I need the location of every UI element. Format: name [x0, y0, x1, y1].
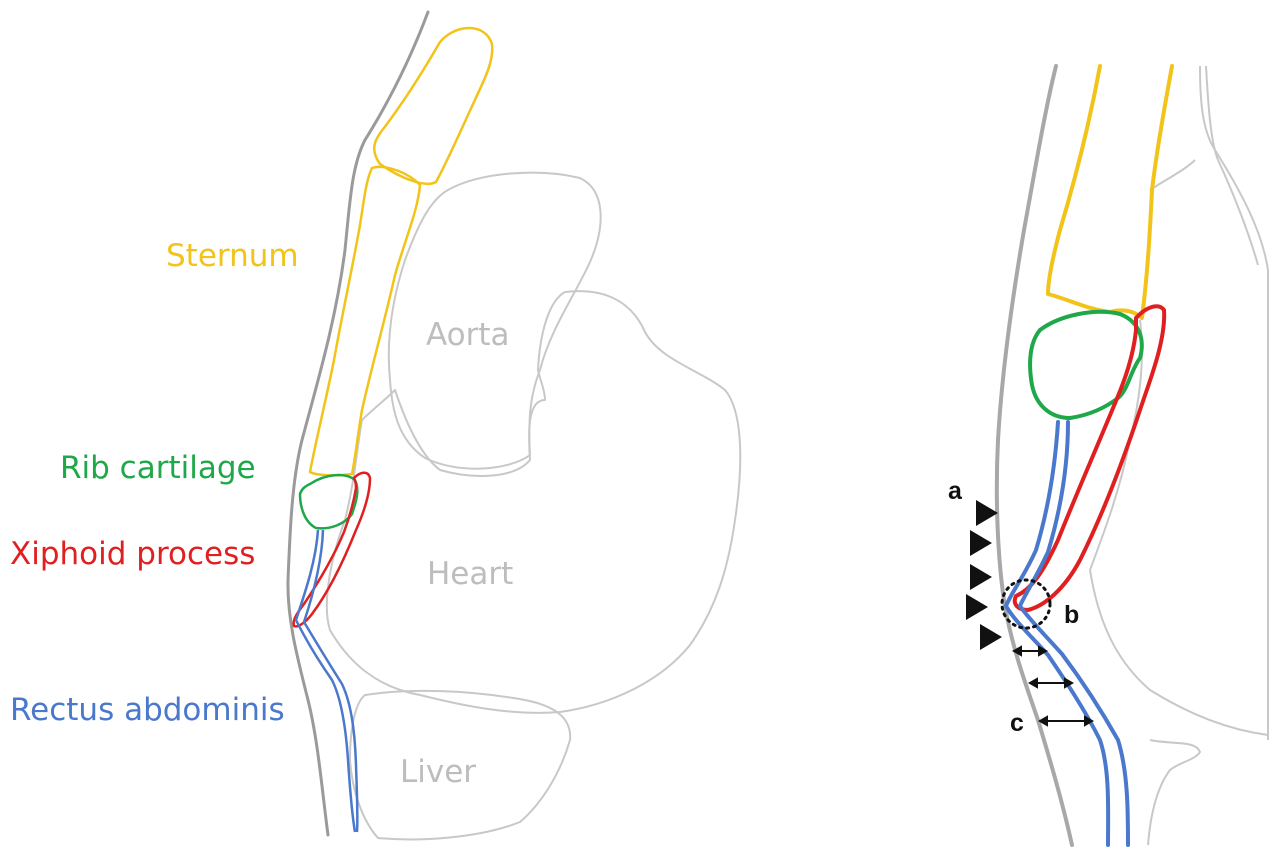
liver-outline [349, 689, 572, 841]
thickness-arrow-2 [1027, 677, 1075, 689]
rectus-abdominis-inner [302, 529, 359, 833]
right-panel: a b c [948, 64, 1269, 847]
zoom-organ-outline-upper [1199, 65, 1269, 740]
zoom-marker-b-circle [1000, 578, 1052, 630]
arrowhead-3 [970, 564, 992, 590]
zoom-organ-outline-lower [1147, 739, 1201, 846]
label-rib-cartilage: Rib cartilage [60, 450, 256, 486]
label-rectus-abdominis: Rectus abdominis [10, 692, 285, 728]
label-aorta: Aorta [426, 317, 510, 353]
skin-surface-line [286, 10, 430, 837]
thickness-arrow-1 [1011, 645, 1049, 657]
rectus-abdominis-outline [294, 529, 357, 833]
marker-b-label: b [1064, 601, 1079, 629]
zoom-xiphoid-outline [1012, 304, 1167, 612]
zoom-organ-outline-mid [1089, 159, 1269, 736]
label-liver: Liver [400, 754, 476, 790]
heart-outline [325, 290, 742, 714]
zoom-sternum-outline [1046, 64, 1174, 320]
arrowhead-1 [976, 500, 998, 526]
zoom-rib-cartilage-outline [1028, 309, 1144, 420]
xiphoid-process-outline [292, 471, 372, 628]
arrowhead-2 [970, 530, 992, 556]
zoom-rectus-outer [1004, 420, 1111, 847]
label-sternum: Sternum [166, 238, 299, 274]
arrowhead-4 [966, 594, 988, 620]
rib-cartilage-outline [298, 473, 359, 530]
sternum-segment-body [308, 165, 422, 477]
thickness-arrow-3 [1037, 715, 1095, 727]
marker-c-label: c [1010, 709, 1024, 737]
arrowhead-5 [980, 624, 1002, 650]
sternum-segment-upper [372, 26, 494, 185]
label-xiphoid-process: Xiphoid process [10, 536, 255, 572]
zoom-rectus-inner [1018, 420, 1130, 847]
zoom-skin-surface-line [994, 64, 1074, 847]
zoom-organ-outline-upper-2 [1205, 65, 1259, 266]
left-panel: Sternum Rib cartilage Xiphoid process Re… [10, 10, 742, 841]
label-heart: Heart [427, 556, 513, 592]
marker-a-label: a [948, 477, 963, 505]
